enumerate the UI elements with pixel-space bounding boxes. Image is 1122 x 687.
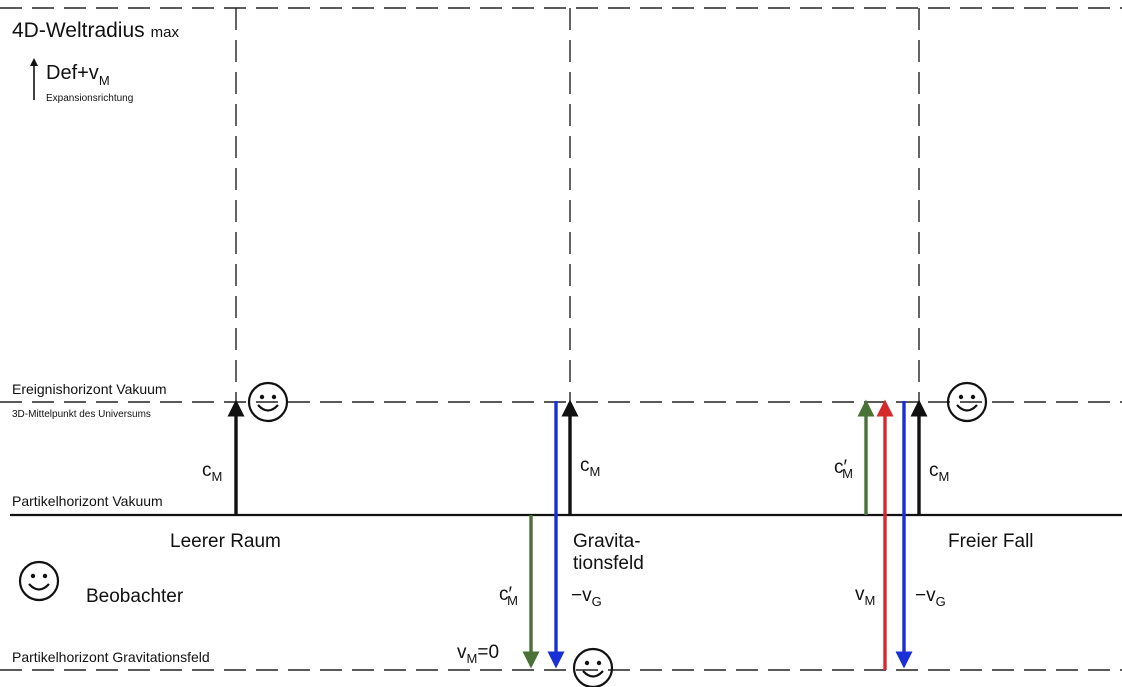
vm-zero-label: vM=0 [457, 642, 499, 666]
freier-fall-label: Freier Fall [948, 531, 1034, 552]
leerer-raum-label: Leerer Raum [170, 531, 281, 552]
smiley-icon-gravitationsfeld [572, 647, 614, 687]
cm-label-leerer-raum: cM [202, 460, 222, 484]
def-vm-label: Def+vM [46, 62, 110, 88]
gravitationsfeld-label-1: Gravita- [573, 531, 641, 552]
mittelpunkt-label: 3D-Mittelpunkt des Universums [12, 409, 151, 420]
beobachter-label: Beobachter [86, 586, 184, 607]
minus-vg-label-gravitationsfeld: −vG [571, 585, 602, 609]
cm-prime-label-freier-fall: c′M [834, 457, 853, 481]
cm-label-gravitationsfeld: cM [580, 455, 600, 479]
expansionsrichtung-label: Expansionsrichtung [46, 93, 133, 104]
smiley-icon-freier-fall [946, 381, 988, 423]
smiley-icon-leerer-raum [247, 381, 289, 423]
cm-label-freier-fall: cM [929, 460, 949, 484]
vm-label-freier-fall: vM [855, 584, 875, 608]
partikelhorizont-vakuum-label: Partikelhorizont Vakuum [12, 493, 163, 509]
smiley-icon-beobachter [18, 560, 60, 602]
gravitationsfeld-label-2: tionsfeld [573, 553, 644, 574]
minus-vg-label-freier-fall: −vG [915, 585, 946, 609]
ereignishorizont-label: Ereignishorizont Vakuum [12, 381, 167, 397]
partikelhorizont-gravitation-label: Partikelhorizont Gravitationsfeld [12, 649, 210, 665]
cm-prime-label-gravitationsfeld: c′M [499, 584, 518, 608]
